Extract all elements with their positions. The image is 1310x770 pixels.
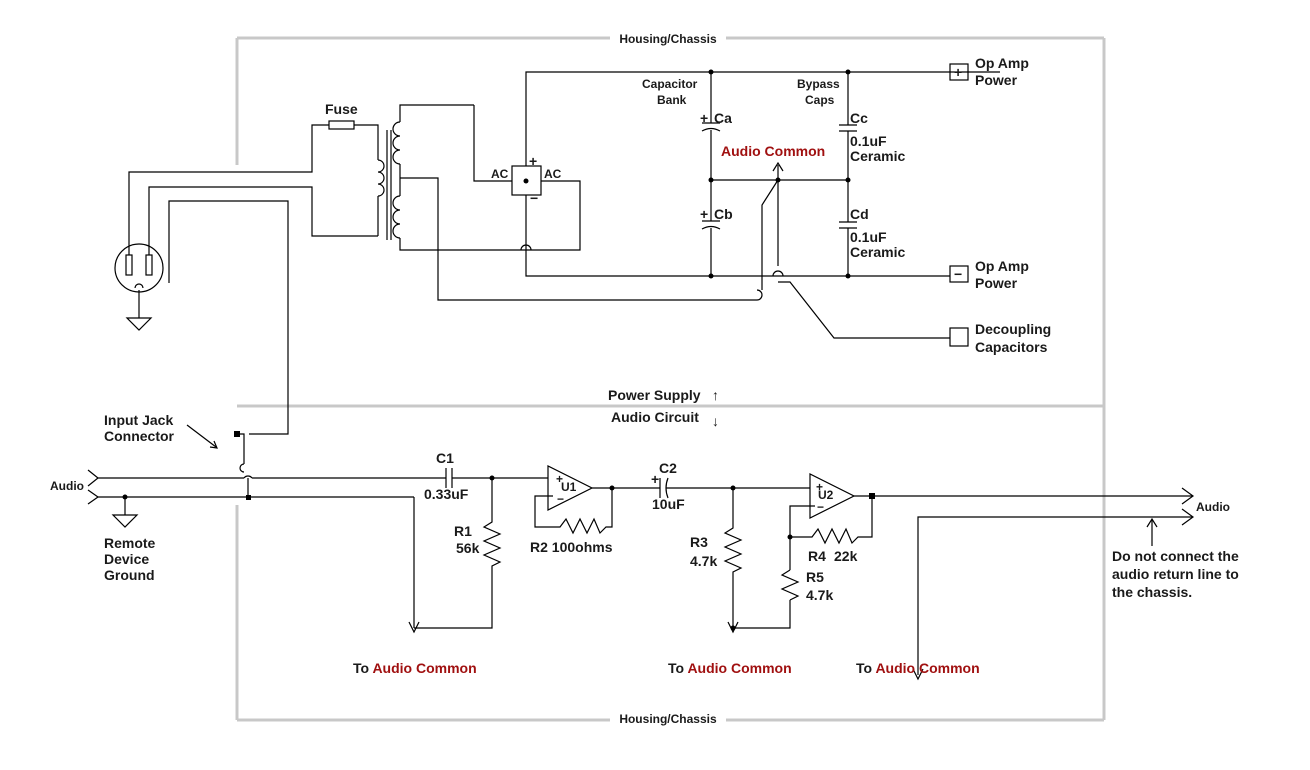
- r4-label: R4: [808, 548, 826, 564]
- to-common-1: To Audio Common: [353, 660, 477, 676]
- up-arrow: ↑: [712, 387, 719, 403]
- r3-label: R3: [690, 534, 708, 550]
- fuse: [328, 120, 379, 155]
- c1-value: 0.33uF: [424, 486, 469, 502]
- input-section: [87, 424, 446, 634]
- power-outlet: [114, 124, 378, 435]
- note-line-1: Do not connect the: [1112, 548, 1239, 564]
- op-amp-power-pos-2: Power: [975, 72, 1018, 88]
- power-supply-label: Power Supply: [608, 387, 701, 403]
- c1-label: C1: [436, 450, 454, 466]
- decoupling-label-2: Capacitors: [975, 339, 1048, 355]
- c2-label: C2: [659, 460, 677, 476]
- terminal-pos-label: +: [954, 64, 962, 80]
- rectifier-plus-label: +: [529, 153, 537, 169]
- ca-label: Ca: [714, 110, 732, 126]
- r5-label: R5: [806, 569, 824, 585]
- bridge-rectifier: [511, 71, 1000, 277]
- svg-text:−: −: [817, 500, 824, 514]
- svg-text:+: +: [556, 472, 563, 486]
- svg-text:−: −: [557, 492, 564, 506]
- cc-value-2: Ceramic: [850, 148, 905, 164]
- note-line-2: audio return line to: [1112, 566, 1239, 582]
- transformer: [377, 104, 763, 301]
- r1-value: 56k: [456, 540, 480, 556]
- remote-ground-3: Ground: [104, 567, 155, 583]
- down-arrow: ↓: [712, 413, 719, 429]
- stage-2: [659, 473, 1195, 681]
- u1-label: U1: [561, 480, 577, 494]
- svg-text:+: +: [816, 480, 823, 494]
- cb-label: Cb: [714, 206, 733, 222]
- op-amp-power-neg-1: Op Amp: [975, 258, 1029, 274]
- audio-common-label: Audio Common: [721, 143, 825, 159]
- audio-circuit-label: Audio Circuit: [611, 409, 699, 425]
- cc-label: Cc: [850, 110, 868, 126]
- stage-1: [414, 465, 660, 629]
- c2-plus: +: [651, 471, 659, 487]
- r1-label: R1: [454, 523, 472, 539]
- svg-text:+: +: [700, 206, 708, 222]
- housing-chassis: [235, 36, 1106, 722]
- op-amp-power-neg-2: Power: [975, 275, 1018, 291]
- ac-left-label: AC: [491, 167, 509, 181]
- capacitor-bank-label-1: Capacitor: [642, 77, 698, 91]
- cd-value-2: Ceramic: [850, 244, 905, 260]
- r4-value: 22k: [834, 548, 858, 564]
- terminal-neg-label: −: [954, 266, 962, 282]
- bypass-caps-label-1: Bypass: [797, 77, 840, 91]
- cc-value-1: 0.1uF: [850, 133, 887, 149]
- housing-label-bottom: Housing/Chassis: [619, 712, 717, 726]
- ac-right-label: AC: [544, 167, 562, 181]
- op-amp-power-pos-1: Op Amp: [975, 55, 1029, 71]
- r5-value: 4.7k: [806, 587, 833, 603]
- cd-value-1: 0.1uF: [850, 229, 887, 245]
- u2-label: U2: [818, 488, 834, 502]
- capacitor-bank-label-2: Bank: [657, 93, 687, 107]
- decoupling-label-1: Decoupling: [975, 321, 1051, 337]
- cd-label: Cd: [850, 206, 869, 222]
- remote-ground-2: Device: [104, 551, 149, 567]
- capacitor-bank: [523, 69, 950, 339]
- fuse-label: Fuse: [325, 101, 358, 117]
- c2-value: 10uF: [652, 496, 685, 512]
- to-common-3: To Audio Common: [856, 660, 980, 676]
- note-line-3: the chassis.: [1112, 584, 1192, 600]
- rectifier-minus-label: −: [530, 190, 538, 206]
- r3-value: 4.7k: [690, 553, 717, 569]
- svg-text:+: +: [700, 110, 708, 126]
- audio-out-label: Audio: [1196, 500, 1230, 514]
- remote-ground-1: Remote: [104, 535, 156, 551]
- to-common-2: To Audio Common: [668, 660, 792, 676]
- bypass-caps-label-2: Caps: [805, 93, 835, 107]
- power-terminals: [949, 63, 969, 347]
- labels: Housing/Chassis Housing/Chassis Fuse AC …: [50, 32, 1239, 726]
- audio-in-label: Audio: [50, 479, 84, 493]
- housing-label-top: Housing/Chassis: [619, 32, 717, 46]
- input-jack-label-1: Input Jack: [104, 412, 173, 428]
- input-jack-label-2: Connector: [104, 428, 175, 444]
- r2-label: R2 100ohms: [530, 539, 613, 555]
